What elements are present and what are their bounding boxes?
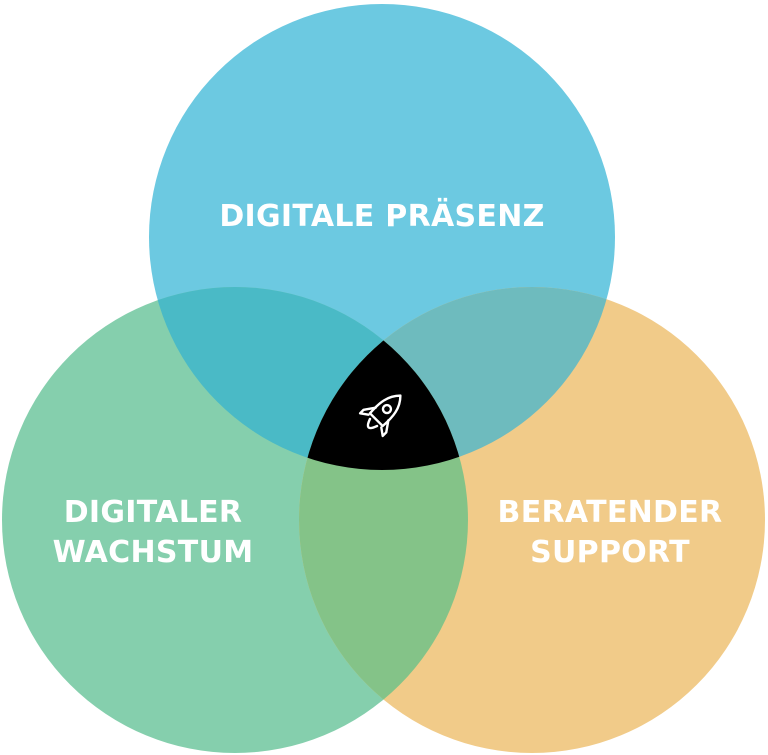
rocket-icon: [358, 394, 402, 438]
label-digital-growth-line2: WACHSTUM: [53, 535, 254, 570]
overlap-center: [299, 287, 468, 470]
label-digital-growth-line1: DIGITALER: [64, 495, 243, 530]
label-advisory-support-line1: BERATENDER: [498, 495, 723, 530]
label-digital-presence: DIGITALE PRÄSENZ: [219, 198, 544, 234]
label-advisory-support-line2: SUPPORT: [530, 535, 690, 570]
